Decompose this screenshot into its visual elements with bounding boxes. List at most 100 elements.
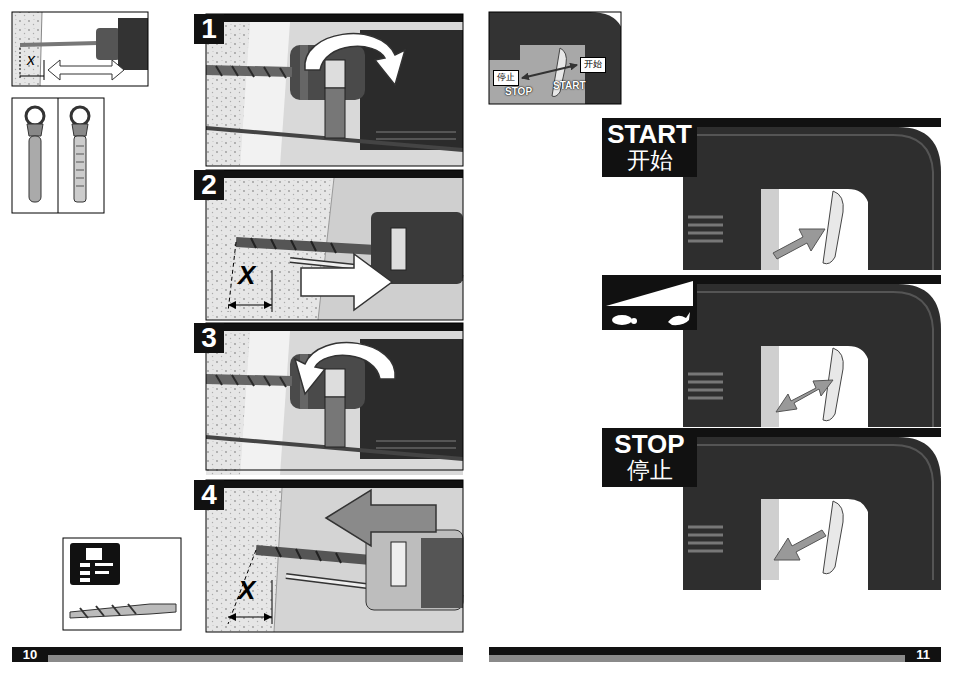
page-number: 10: [12, 647, 48, 662]
drill-inset-part-part: [20, 43, 98, 45]
step-2-panel-part: [206, 170, 463, 320]
drill-bit-inset-part: [95, 571, 109, 574]
drill-inset-part-part: [118, 18, 148, 70]
side-handle-inset-part: [26, 107, 44, 125]
node-text: STOP: [614, 431, 684, 457]
drill-bit-inset-part: [80, 563, 90, 567]
step-4-panel-part: [421, 538, 463, 608]
step-1-panel-part: [206, 14, 463, 22]
step-2-panel-part: [206, 170, 463, 178]
step-3-panel-part-part: [295, 343, 395, 394]
switch-inset-part: [489, 12, 621, 104]
node-text: 停止: [497, 73, 515, 83]
speed-panel: [602, 275, 941, 427]
page-bar-right-part: [905, 647, 941, 662]
start-panel-part: [683, 118, 941, 270]
start-heading: START开始: [602, 118, 697, 177]
side-handle-inset: [12, 98, 104, 213]
step-3-panel-part: [206, 323, 463, 331]
stop-panel-part: [868, 580, 941, 590]
switch-inset: [489, 12, 625, 104]
drill-bit-inset-part: [80, 571, 90, 575]
step-4-panel-part: [326, 490, 436, 546]
drill-inset-part-part: [20, 48, 21, 80]
drill-bit-inset-part: [70, 604, 176, 618]
page-number: 11: [905, 647, 941, 662]
drill-bit-inset-part: [95, 563, 113, 566]
side-handle-inset-part: [76, 146, 84, 186]
start-panel-part: [773, 229, 825, 259]
step-number: 4: [194, 480, 224, 510]
stop-panel-part: [683, 428, 941, 590]
start-panel-part: [683, 127, 941, 270]
speed-panel-part: [668, 312, 690, 325]
step-4-panel-part: [256, 550, 371, 560]
drill-inset-part-part: [96, 28, 120, 60]
side-handle-inset-part: [74, 136, 86, 202]
drill-inset-part: [12, 12, 148, 86]
drill-bit-inset-part: [80, 604, 136, 618]
node-text: 11: [916, 648, 930, 661]
switch-inset-part-part: [489, 60, 520, 104]
step-4-panel-part: [206, 480, 463, 488]
switch-tag: 开始: [580, 57, 606, 73]
page-bar-left: [12, 647, 463, 662]
page-bar-right-part: [489, 647, 941, 655]
step-2-panel-part: [391, 228, 406, 270]
node-text: 10: [23, 648, 37, 661]
step-4-panel-part: [228, 613, 236, 621]
step-2-panel-part: [272, 270, 273, 312]
drill-inset-part-part: [48, 60, 124, 80]
stop-panel-part: [774, 530, 826, 560]
drill-bit-inset-part: [70, 543, 120, 585]
drill-bit-inset: [63, 538, 181, 630]
step-2-panel: [206, 170, 463, 320]
side-handle-inset-part: [58, 98, 59, 213]
drill-inset: [12, 12, 150, 86]
step-1-panel-part: [305, 34, 405, 85]
speed-panel-part: [606, 281, 693, 306]
node-text: 3: [201, 324, 217, 352]
step-1-panel: [206, 14, 463, 166]
step-2-panel-part: [228, 242, 236, 312]
speed-panel-part: [697, 275, 941, 284]
step-4-panel-part: [276, 547, 341, 563]
page-bar-right-part: [489, 655, 905, 662]
step-2-panel-part: [251, 238, 336, 253]
start-panel: [683, 118, 941, 270]
side-handle-inset-part: [27, 124, 43, 136]
step-4-panel-part: [391, 542, 406, 586]
page-bar-left-part: [48, 655, 463, 662]
drill-inset-part-part: [40, 12, 42, 86]
step-2-panel-part: [228, 301, 236, 309]
step-4-panel-part: [206, 480, 463, 632]
speed-panel-part: [612, 315, 632, 325]
step-3-panel: [206, 323, 463, 475]
switch-tag: 停止: [493, 70, 519, 86]
stop-heading: STOP停止: [602, 428, 697, 487]
stop-panel-part: [683, 437, 941, 580]
page-bar-right: [489, 647, 941, 662]
stop-panel-part: [683, 580, 761, 590]
step-2-panel-part: [236, 242, 376, 250]
node-text: START: [607, 121, 692, 147]
switch-label: STOP: [505, 87, 532, 97]
step-4-panel-part: [366, 530, 463, 610]
step-3-panel-part: [295, 343, 395, 394]
step-1-panel-part: [206, 14, 463, 166]
step-4-panel-part: [228, 550, 256, 624]
page-bar-left-part: [12, 647, 48, 662]
node-text: 4: [201, 481, 217, 509]
step-4-panel-part: [206, 480, 463, 632]
drill-bit-inset-part: [80, 578, 90, 582]
side-handle-inset-part: [72, 124, 88, 136]
node-text: 停止: [627, 457, 673, 483]
step-number: 2: [194, 170, 224, 200]
drill-bit-inset-part: [86, 548, 102, 560]
speed-panel-part: [631, 318, 637, 324]
switch-inset-part: [489, 12, 621, 104]
drill-inset-part-part: [12, 12, 42, 86]
